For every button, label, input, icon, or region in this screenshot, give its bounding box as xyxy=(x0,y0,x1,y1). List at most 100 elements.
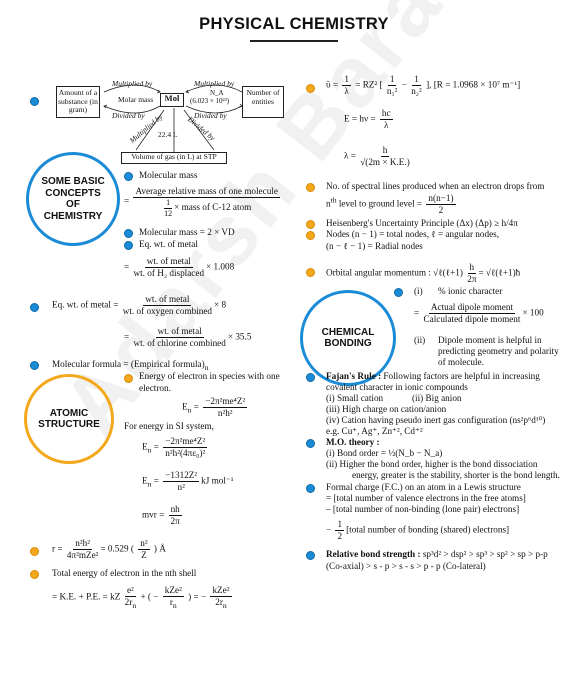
en-den: n²h² xyxy=(217,408,233,419)
rbs-text: sp³d² > dsp² > sp³ > sp² > sp > p-p xyxy=(420,549,548,559)
fc-4-text: [total number of bonding (shared) electr… xyxy=(346,524,510,535)
eqwt-o2-den: wt. of oxygen combined xyxy=(122,306,213,317)
label-na: N_A xyxy=(210,89,224,97)
eqwt-o2-lead: Eq. wt. of metal = xyxy=(52,299,119,310)
ionic-i: (i) xyxy=(414,286,423,296)
ionic-factor: × 100 xyxy=(522,307,544,318)
label-22-4: 22.4 L xyxy=(158,130,178,139)
spectral-lines: No. of spectral lines produced when an e… xyxy=(326,181,545,191)
mo-bold: M.O. theory : xyxy=(326,437,380,447)
eqwt-cl-factor: × 35.5 xyxy=(227,331,252,342)
section-basic-label: SOME BASIC CONCEPTS OF CHEMISTRY xyxy=(41,176,105,222)
eqwt-h2-den: wt. of H₂ displaced xyxy=(133,268,205,279)
debroglie-den: √(2m × K.E.) xyxy=(360,157,410,168)
fajan-ii: (ii) Big anion xyxy=(412,393,462,403)
mm-den: × mass of C-12 atom xyxy=(174,202,252,213)
bullet-icon xyxy=(306,183,315,192)
radius-num: n²h² xyxy=(73,538,92,551)
fajan-iv: (iv) Cation having pseudo inert gas conf… xyxy=(326,415,546,425)
page-title: PHYSICAL CHEMISTRY xyxy=(199,15,389,33)
dipole-text-2: predicting geometry and polarity xyxy=(438,346,559,356)
radius-mid: = 0.529 xyxy=(100,543,129,554)
nodes-1: Nodes (n − 1) = total nodes, ℓ = angular… xyxy=(326,229,500,239)
mo-ii-2: energy, greater is the stability, shorte… xyxy=(352,470,560,480)
fajan-rule: Fajan's Rule : Following factors are hel… xyxy=(326,371,540,383)
eqwt-h2-factor: × 1.008 xyxy=(206,261,235,272)
label-mult-right: Multiplied by xyxy=(194,79,235,88)
fajan-i: (i) Small cation xyxy=(326,393,384,403)
bullet-icon xyxy=(30,303,39,312)
bullet-icon xyxy=(306,231,315,240)
fajan-2: covalent character in ionic compounds xyxy=(326,382,468,392)
mol-box: Mol xyxy=(160,93,184,107)
bullet-icon xyxy=(306,551,315,560)
spectral-eq: nth level to ground level = n(n−1)2 xyxy=(326,193,456,216)
si-num: −2π²me⁴Z² xyxy=(163,436,208,449)
fajan-eg: e.g. Cu⁺, Ag⁺, Zn⁺², Cd⁺² xyxy=(326,426,423,436)
spectral-den: 2 xyxy=(438,205,444,216)
number-box: Number of entities xyxy=(242,86,284,118)
eqwt-o2-factor: × 8 xyxy=(214,299,227,310)
bond-strength: Relative bond strength : sp³d² > dsp² > … xyxy=(326,549,548,561)
eqwt-h2-num: wt. of metal xyxy=(144,256,193,269)
kj-den: n² xyxy=(177,482,185,493)
orbital-eq: √ℓ(ℓ+1) xyxy=(433,267,463,278)
kj-num: −1312Z² xyxy=(163,470,200,483)
fajan-text: Following factors are helpful in increas… xyxy=(381,371,540,381)
label-div-right: Divided by xyxy=(194,111,227,120)
mm-2vd: Molecular mass = 2 × VD xyxy=(139,227,235,237)
bond-strength-2: (Co-axial) > s - p > s - s > p - p (Co-l… xyxy=(326,561,486,571)
label-molar-mass: Molar mass xyxy=(118,95,154,104)
fajan-bold: Fajan's Rule : xyxy=(326,371,382,381)
bullet-icon xyxy=(30,361,39,370)
energy-eq-text: E = hν = xyxy=(344,113,376,124)
rbs-bold: Relative bond strength : xyxy=(326,549,421,559)
bullet-icon xyxy=(124,229,133,238)
orbital-label: Orbital angular momentum : xyxy=(326,267,431,278)
wavenumber-tail: , [R = 1.0968 × 10⁷ m⁻¹] xyxy=(429,79,521,90)
nodes-2: (n − ℓ − 1) = Radial nodes xyxy=(326,241,423,251)
radius-den: 4π²mZe² xyxy=(66,550,99,561)
bullet-icon xyxy=(306,439,315,448)
bullet-icon xyxy=(306,484,315,493)
bullet-icon xyxy=(124,172,133,181)
section-atomic-label: ATOMIC STRUCTURE xyxy=(38,407,100,431)
bullet-icon xyxy=(30,547,39,556)
bullet-icon xyxy=(124,241,133,250)
volume-box: Volume of gas (in L) at STP xyxy=(121,152,227,164)
mo-ii-1: (ii) Higher the bond order, higher is th… xyxy=(326,459,538,469)
dipole-text-1: Dipole moment is helpful in xyxy=(438,335,542,345)
bullet-icon xyxy=(306,268,315,277)
orbital-tail: = √ℓ(ℓ+1)ħ xyxy=(478,267,521,278)
mvr-num: nh xyxy=(168,504,182,517)
bullet-icon xyxy=(306,84,315,93)
title-underline xyxy=(250,40,338,42)
bullet-icon xyxy=(30,97,39,106)
kj-unit: kJ mol⁻¹ xyxy=(201,475,234,486)
dipole-ii: (ii) xyxy=(414,335,426,345)
spectral-num: n(n−1) xyxy=(426,193,456,206)
bullet-icon xyxy=(394,288,403,297)
mvr-den: 2π xyxy=(170,516,180,527)
total-eq-text: = K.E. + P.E. = kZ xyxy=(52,591,121,602)
mm-num: Average relative mass of one molecule xyxy=(133,186,280,199)
mo-i: (i) Bond order = ½(N_b − N_a) xyxy=(326,448,443,458)
label-avogadro: (6.023 × 10²³) xyxy=(190,97,230,105)
mole-arrows xyxy=(103,84,243,152)
amount-box: Amount of a substance (in gram) xyxy=(56,86,100,118)
fc-1: Formal charge (F.C.) on an atom in a Lew… xyxy=(326,482,521,492)
label-mult-left: Multiplied by xyxy=(112,79,153,88)
ionic-num: Actual dipole moment xyxy=(428,302,516,315)
section-chemical-bonding: CHEMICAL BONDING xyxy=(300,290,396,386)
bullet-icon xyxy=(306,373,315,382)
en-num: −2π²me⁴Z² xyxy=(203,396,248,409)
fajan-iii: (iii) High charge on cation/anion xyxy=(326,404,447,414)
si-label: For energy in SI system, xyxy=(124,421,214,431)
